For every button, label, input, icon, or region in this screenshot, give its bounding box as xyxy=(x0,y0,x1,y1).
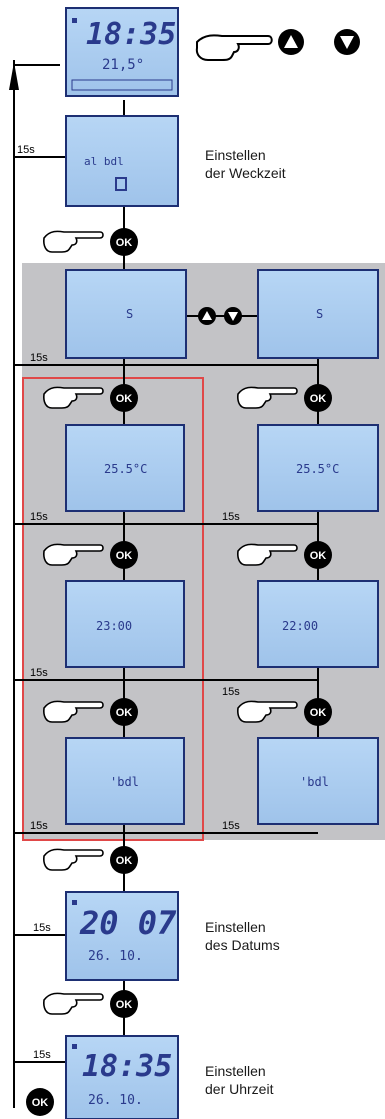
svg-text:S: S xyxy=(316,307,323,321)
lcd-clock-display: 18:35 26. 10. xyxy=(65,1035,179,1119)
svg-text:21,5°: 21,5° xyxy=(102,57,144,73)
down-triangle-button-icon xyxy=(224,307,242,325)
alarm-label-line1: Einstellen xyxy=(205,147,266,163)
ok-label: OK xyxy=(116,550,133,562)
alarm-label-line2: der Weckzeit xyxy=(205,165,286,181)
svg-text:S: S xyxy=(126,307,133,321)
pointing-hand-icon xyxy=(237,700,298,723)
timeout-label: 15s xyxy=(33,922,51,934)
svg-text:18:35: 18:35 xyxy=(86,17,176,52)
up-triangle-button-icon[interactable] xyxy=(278,29,304,55)
return-arrow-icon xyxy=(9,62,19,90)
ok-label: OK xyxy=(310,707,327,719)
ok-button-icon[interactable]: OK xyxy=(110,384,138,412)
svg-text:'bdl: 'bdl xyxy=(300,775,329,789)
lcd-set-right-display: 'bdl xyxy=(257,737,379,825)
ok-button-icon[interactable]: OK xyxy=(304,698,332,726)
lcd-alarm-display: al bdl xyxy=(65,115,179,207)
timeout-label: 15s xyxy=(30,352,48,364)
ok-label: OK xyxy=(116,707,133,719)
svg-text:25.5°C: 25.5°C xyxy=(296,462,339,476)
lcd-mode-right-display: S xyxy=(257,269,379,359)
pointing-hand-icon xyxy=(195,34,273,61)
pointing-hand-icon xyxy=(43,700,104,723)
highlight-frame xyxy=(22,377,204,841)
lcd-temp-left-display: 25.5°C xyxy=(65,424,185,512)
ok-label: OK xyxy=(32,1097,49,1109)
lcd-main-display: 18:35 21,5° xyxy=(65,7,179,97)
time-label-line1: Einstellen xyxy=(205,1063,266,1079)
lcd-temp-right-display: 25.5°C xyxy=(257,424,379,512)
pointing-hand-icon xyxy=(43,992,104,1015)
pointing-hand-icon xyxy=(237,543,298,566)
lcd-time-right-display: 22:00 xyxy=(257,580,379,668)
svg-text:26. 10.: 26. 10. xyxy=(88,1093,143,1108)
svg-text:23:00: 23:00 xyxy=(96,619,132,633)
ok-button-icon[interactable]: OK xyxy=(110,846,138,874)
ok-label: OK xyxy=(116,237,133,249)
pointing-hand-icon xyxy=(43,848,104,871)
timeout-label: 15s xyxy=(222,511,240,523)
pointing-hand-icon xyxy=(43,543,104,566)
lcd-time-left-display: 23:00 xyxy=(65,580,185,668)
ok-label: OK xyxy=(310,550,327,562)
timeout-label: 15s xyxy=(17,144,35,156)
ok-button-icon[interactable]: OK xyxy=(110,990,138,1018)
time-label-line2: der Uhrzeit xyxy=(205,1081,274,1097)
pointing-hand-icon xyxy=(43,386,104,409)
svg-text:18:35: 18:35 xyxy=(82,1049,172,1084)
up-triangle-button-icon xyxy=(198,307,216,325)
svg-text:22:00: 22:00 xyxy=(282,619,318,633)
ok-button-icon[interactable]: OK xyxy=(110,541,138,569)
svg-text:20 07: 20 07 xyxy=(79,904,177,942)
timeout-label: 15s xyxy=(30,667,48,679)
svg-text:26. 10.: 26. 10. xyxy=(88,949,143,964)
lcd-set-left-display: 'bdl xyxy=(65,737,185,825)
down-triangle-button-icon[interactable] xyxy=(334,29,360,55)
date-label-line2: des Datums xyxy=(205,937,280,953)
ok-button-icon[interactable]: OK xyxy=(110,228,138,256)
pointing-hand-icon xyxy=(237,386,298,409)
timeout-label: 15s xyxy=(222,820,240,832)
ok-label: OK xyxy=(310,393,327,405)
pointing-hand-icon xyxy=(43,230,104,253)
svg-text:25.5°C: 25.5°C xyxy=(104,462,147,476)
svg-text:al bdl: al bdl xyxy=(84,155,124,168)
svg-text:'bdl: 'bdl xyxy=(110,775,139,789)
ok-button-icon[interactable]: OK xyxy=(304,541,332,569)
ok-button-icon[interactable]: OK xyxy=(26,1088,54,1116)
ok-button-icon[interactable]: OK xyxy=(304,384,332,412)
timeout-label: 15s xyxy=(30,511,48,523)
ok-label: OK xyxy=(116,999,133,1011)
timeout-label: 15s xyxy=(33,1049,51,1061)
date-label-line1: Einstellen xyxy=(205,919,266,935)
ok-label: OK xyxy=(116,855,133,867)
timeout-label: 15s xyxy=(30,820,48,832)
timeout-label: 15s xyxy=(222,686,240,698)
ok-label: OK xyxy=(116,393,133,405)
lcd-date-display: 20 07 26. 10. xyxy=(65,891,179,981)
ok-button-icon[interactable]: OK xyxy=(110,698,138,726)
lcd-mode-left-display: S xyxy=(65,269,187,359)
